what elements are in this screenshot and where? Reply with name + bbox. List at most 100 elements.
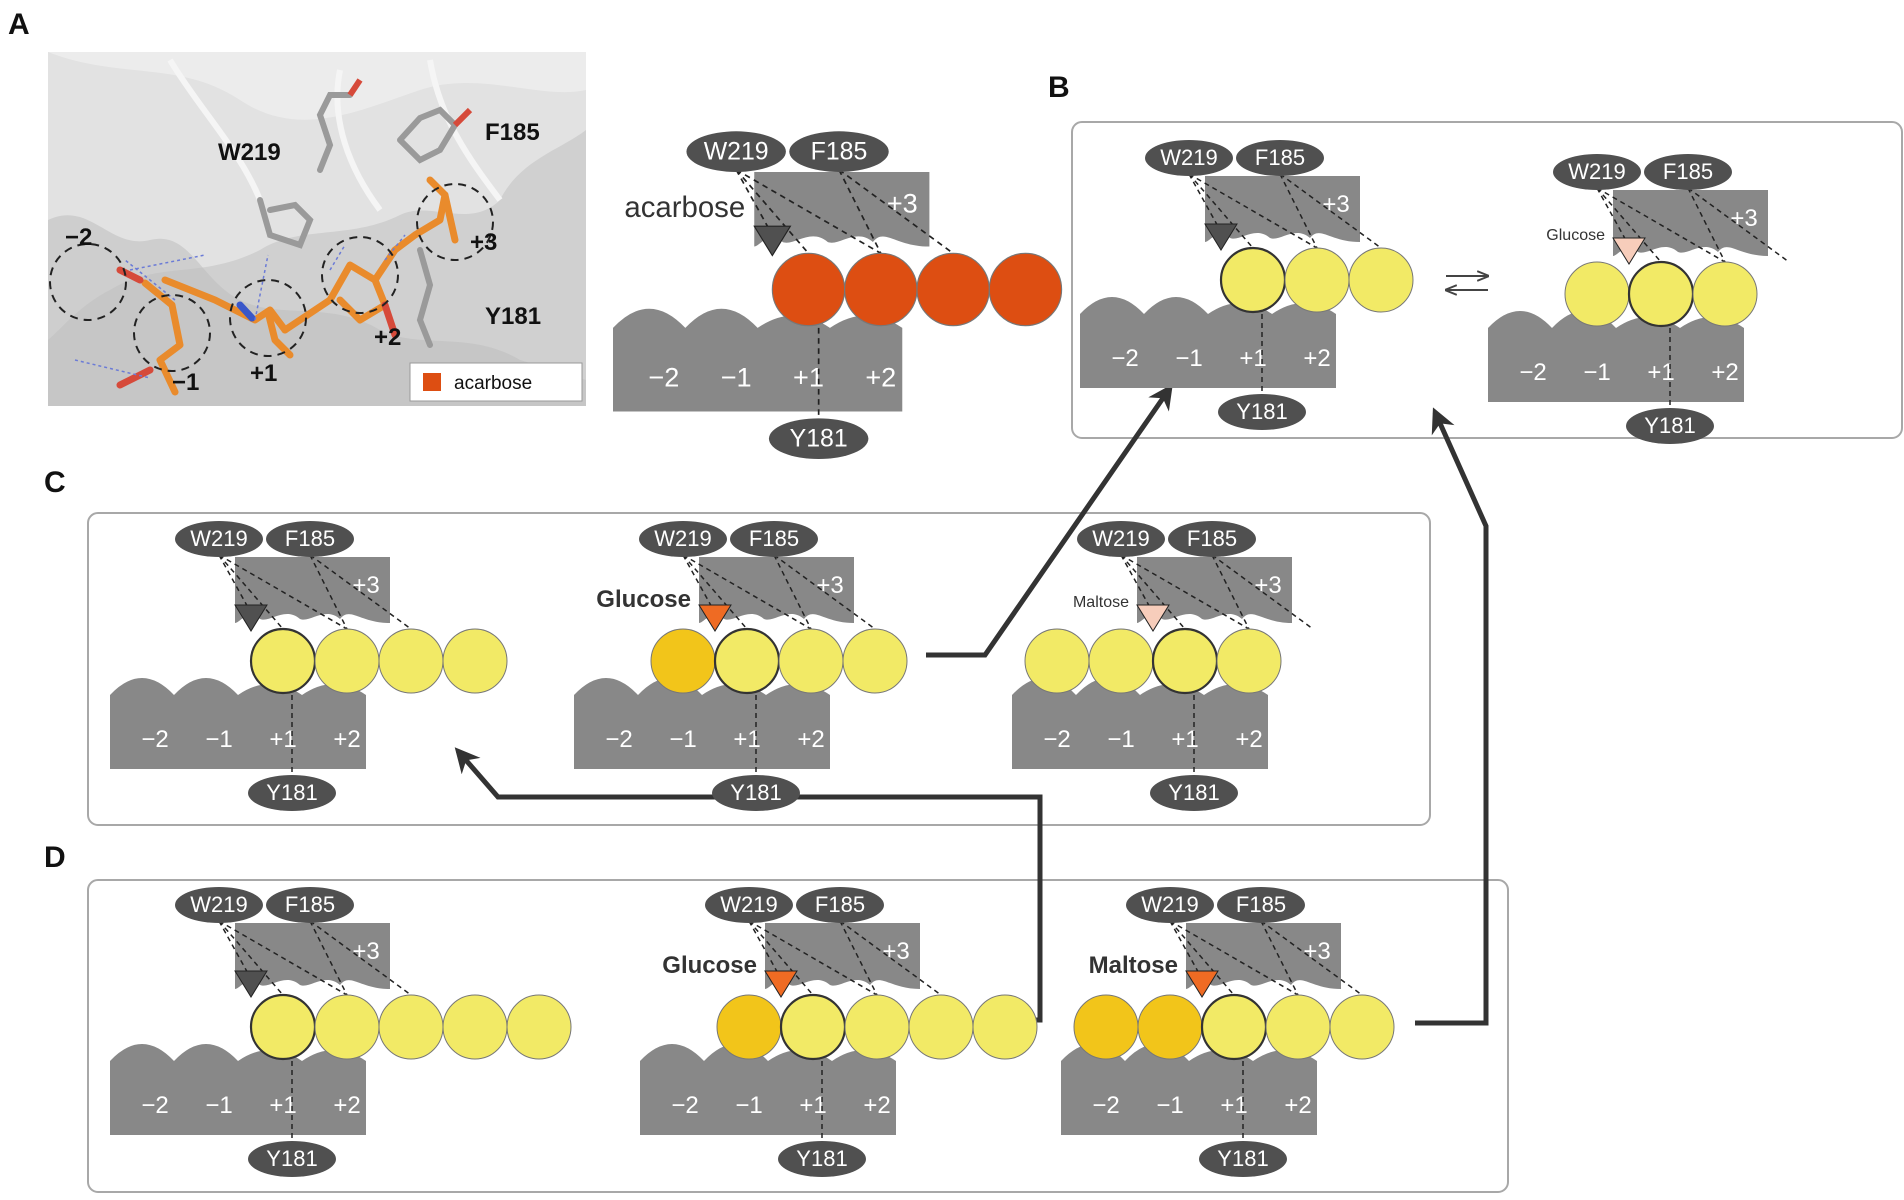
residue-f185: F185 [749, 526, 799, 551]
glucose-unit [314, 628, 380, 694]
glucose-unit [442, 994, 508, 1060]
legend-label: acarbose [454, 373, 532, 394]
site-label-plus3: +3 [1254, 572, 1281, 599]
glucose-unit [1692, 261, 1758, 327]
glucose-unit [249, 993, 317, 1061]
glucose-unit [378, 628, 444, 694]
structure-site-plus3: +3 [470, 229, 497, 256]
residue-w219-oval [705, 887, 793, 923]
panel-label-c: C [44, 466, 66, 499]
site-label-3: +2 [1235, 726, 1262, 753]
residue-w219: W219 [1141, 892, 1198, 917]
residue-w219-oval [175, 521, 263, 557]
residue-f185-oval [1236, 140, 1324, 176]
site-label-0: −2 [1519, 359, 1546, 386]
site-label-plus3: +3 [887, 188, 918, 219]
residue-y181-oval [248, 1141, 336, 1177]
ligand-label-glucose: Glucose [662, 952, 757, 979]
panel-d-box [87, 879, 1509, 1193]
residue-w219-oval [1145, 140, 1233, 176]
residue-w219: W219 [190, 892, 247, 917]
residue-f185-oval [266, 521, 354, 557]
cleavage-marker-icon [1204, 223, 1238, 251]
glucose-unit [1216, 628, 1282, 694]
residue-w219: W219 [720, 892, 777, 917]
structure-residue-f185: F185 [485, 119, 540, 146]
site-label-plus3: +3 [1303, 938, 1330, 965]
cleavage-marker-icon [1136, 604, 1170, 632]
glucose-unit [1284, 247, 1350, 313]
residue-y181: Y181 [1236, 399, 1287, 424]
residue-y181-oval [1626, 408, 1714, 444]
cleavage-marker-icon [764, 970, 798, 998]
residue-f185: F185 [1663, 159, 1713, 184]
glucose-unit [771, 252, 846, 327]
site-label-3: +2 [863, 1092, 890, 1119]
site-label-0: −2 [605, 726, 632, 753]
glucose-unit [972, 994, 1038, 1060]
ligand-label-acarbose: acarbose [624, 191, 745, 224]
residue-f185: F185 [811, 137, 868, 165]
glucose-unit [1564, 261, 1630, 327]
site-label-1: −1 [1107, 726, 1134, 753]
site-label-0: −2 [1092, 1092, 1119, 1119]
residue-w219: W219 [1568, 159, 1625, 184]
residue-y181: Y181 [796, 1146, 847, 1171]
legend-swatch [423, 373, 441, 391]
structure-site-minus2: −2 [65, 224, 92, 251]
site-label-2: +1 [1239, 345, 1266, 372]
glucose-unit [716, 994, 782, 1060]
residue-w219-oval [175, 887, 263, 923]
residue-w219: W219 [704, 137, 769, 165]
panel-label-a: A [8, 8, 30, 41]
structure-residue-y181: Y181 [485, 303, 541, 330]
residue-w219-oval [639, 521, 727, 557]
site-label-1: −1 [205, 1092, 232, 1119]
site-label-2: +1 [269, 1092, 296, 1119]
glucose-unit [506, 994, 572, 1060]
structure-site-minus1: −1 [172, 369, 199, 396]
residue-f185-oval [796, 887, 884, 923]
glucose-unit [779, 993, 847, 1061]
residue-f185-oval [1644, 154, 1732, 190]
cleavage-marker-icon [234, 970, 268, 998]
site-label-3: +2 [333, 726, 360, 753]
cleavage-marker-icon [1612, 237, 1646, 265]
panel-label-d: D [44, 841, 66, 874]
residue-y181: Y181 [266, 1146, 317, 1171]
residue-f185-oval [789, 131, 889, 172]
site-label-plus3: +3 [816, 572, 843, 599]
residue-w219-oval [1553, 154, 1641, 190]
structure-site-plus2: +2 [374, 324, 401, 351]
site-label-0: −2 [1043, 726, 1070, 753]
site-label-1: −1 [1583, 359, 1610, 386]
site-label-1: −1 [1175, 345, 1202, 372]
residue-y181: Y181 [730, 780, 781, 805]
glucose-unit [378, 994, 444, 1060]
site-label-plus3: +3 [352, 938, 379, 965]
panel-label-b: B [1048, 71, 1070, 104]
residue-w219-oval [686, 131, 786, 172]
site-label-1: −1 [735, 1092, 762, 1119]
glucose-unit [1151, 627, 1219, 695]
residue-y181-oval [1150, 775, 1238, 811]
glucose-unit [1024, 628, 1090, 694]
residue-y181-oval [712, 775, 800, 811]
residue-y181: Y181 [1644, 413, 1695, 438]
structure-residue-w219: W219 [218, 139, 281, 166]
residue-y181: Y181 [1168, 780, 1219, 805]
site-label-1: −1 [669, 726, 696, 753]
residue-f185-oval [1217, 887, 1305, 923]
glucose-unit [1219, 246, 1287, 314]
site-label-3: +2 [1711, 359, 1738, 386]
residue-f185: F185 [1255, 145, 1305, 170]
glucose-unit [1073, 994, 1139, 1060]
residue-w219: W219 [654, 526, 711, 551]
